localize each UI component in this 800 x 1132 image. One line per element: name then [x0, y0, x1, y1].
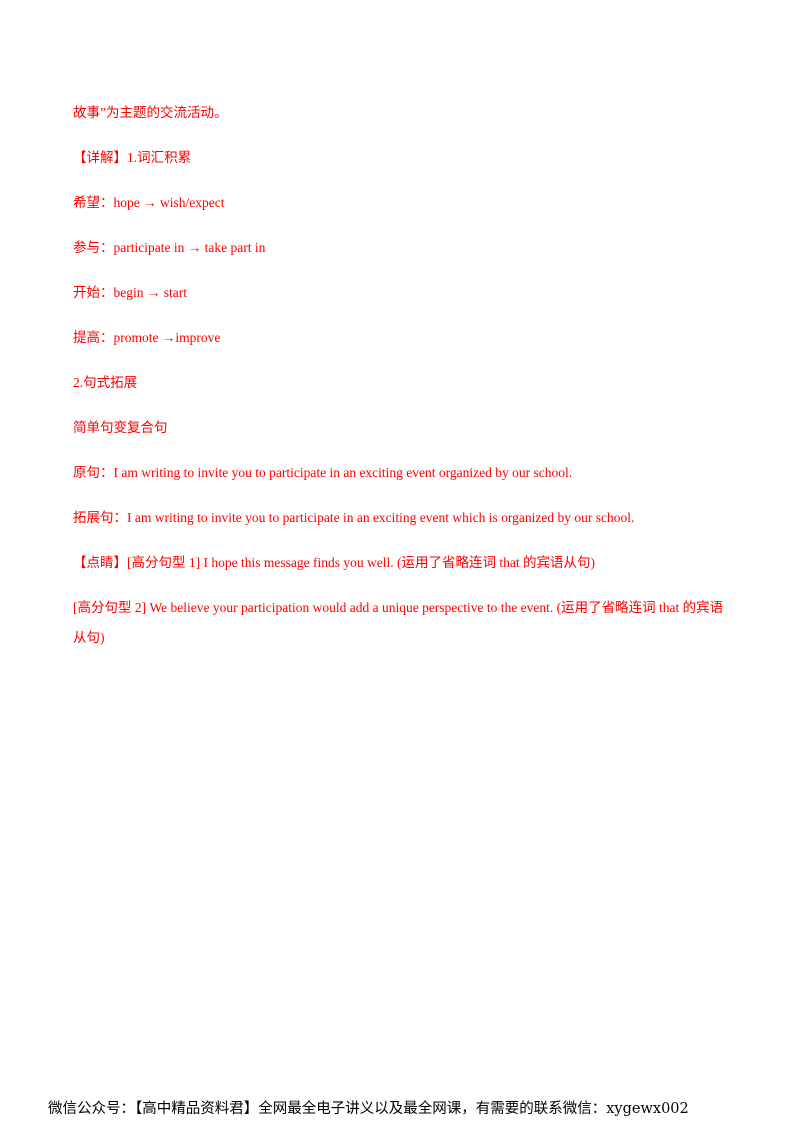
- original-sentence: 原句：I am writing to invite you to partici…: [73, 465, 573, 480]
- tip-sentence-pattern-2: [高分句型 2] We believe your participation w…: [73, 600, 724, 645]
- subheading-simple-to-complex: 简单句变复合句: [73, 420, 168, 435]
- heading-detailed-explanation: 【详解】1.词汇积累: [73, 150, 192, 165]
- vocab-line-participate: 参与：participate in → take part in: [73, 240, 266, 255]
- tip-sentence-pattern-1: 【点睛】[高分句型 1] I hope this message finds y…: [73, 555, 595, 570]
- heading-sentence-expansion: 2.句式拓展: [73, 375, 138, 390]
- vocab-line-begin: 开始：begin → start: [73, 285, 187, 300]
- vocab-line-hope: 希望：hope → wish/expect: [73, 195, 225, 210]
- footer-promo-text: 微信公众号：【高中精品资料君】全网最全电子讲义以及最全网课，有需要的联系微信：x…: [48, 1101, 689, 1117]
- text-line-intro-end: 故事”为主题的交流活动。: [73, 105, 228, 120]
- vocab-line-promote: 提高：promote →improve: [73, 330, 221, 345]
- expanded-sentence: 拓展句：I am writing to invite you to partic…: [73, 510, 635, 525]
